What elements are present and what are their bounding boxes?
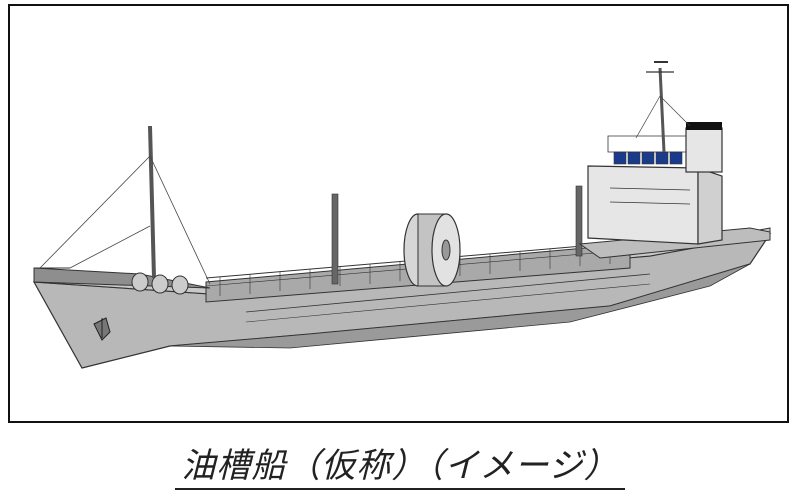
bow-emblem-icon: [93, 317, 111, 341]
cargo-post-1: [331, 193, 339, 285]
trunk-railing-low2: [245, 283, 651, 323]
cargo-post-2: [575, 185, 583, 257]
tanker-ship-illustration: [32, 61, 772, 369]
figure-caption: 油槽船（仮称）（イメージ）: [0, 438, 800, 490]
fore-mast: [148, 125, 156, 279]
windlass-drum: [131, 272, 149, 292]
caption-text: 油槽船（仮称）（イメージ）: [175, 446, 625, 490]
bridge-house: [587, 165, 699, 245]
trunk-railing-low: [245, 273, 651, 313]
funnel: [685, 127, 723, 173]
radar-mast: [658, 67, 666, 153]
hull-lower-shade: [169, 263, 751, 349]
funnel-top: [686, 122, 722, 130]
figure-frame: [8, 4, 789, 423]
wheelhouse-windows: [613, 151, 683, 165]
wheelhouse-rail: [607, 135, 689, 153]
bridge-house-side: [697, 167, 723, 245]
